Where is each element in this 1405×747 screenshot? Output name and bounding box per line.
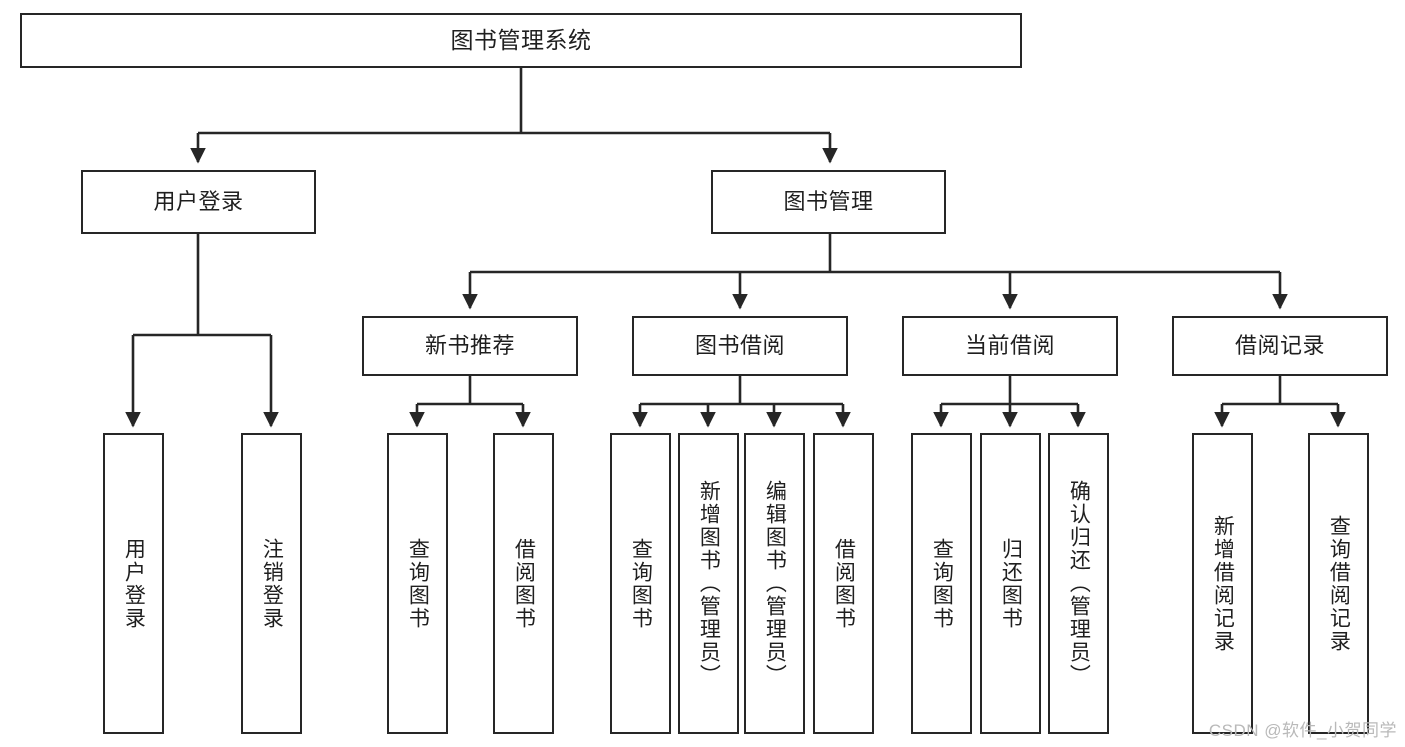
leaf-borrow-record-add[interactable]: 新增借阅记录 xyxy=(1192,433,1253,734)
leaf-new-book-borrow[interactable]: 借阅图书 xyxy=(493,433,554,734)
node-borrow-record[interactable]: 借阅记录 xyxy=(1172,316,1388,376)
node-current-borrow[interactable]: 当前借阅 xyxy=(902,316,1118,376)
leaf-book-borrow-edit[interactable]: 编辑图书（管理员） xyxy=(744,433,805,734)
watermark: CSDN @软件_小贺同学 xyxy=(1208,721,1397,740)
leaf-borrow-record-query[interactable]: 查询借阅记录 xyxy=(1308,433,1369,734)
leaf-current-borrow-return[interactable]: 归还图书 xyxy=(980,433,1041,734)
leaf-book-borrow-add[interactable]: 新增图书（管理员） xyxy=(678,433,739,734)
leaf-book-borrow-query[interactable]: 查询图书 xyxy=(610,433,671,734)
leaf-user-login-logout[interactable]: 注销登录 xyxy=(241,433,302,734)
leaf-book-borrow-borrow[interactable]: 借阅图书 xyxy=(813,433,874,734)
leaf-current-borrow-query[interactable]: 查询图书 xyxy=(911,433,972,734)
node-new-book-recommend[interactable]: 新书推荐 xyxy=(362,316,578,376)
leaf-user-login-login[interactable]: 用户登录 xyxy=(103,433,164,734)
leaf-current-borrow-confirm-return[interactable]: 确认归还（管理员） xyxy=(1048,433,1109,734)
node-root-system[interactable]: 图书管理系统 xyxy=(20,13,1022,68)
node-book-borrow[interactable]: 图书借阅 xyxy=(632,316,848,376)
node-book-manage[interactable]: 图书管理 xyxy=(711,170,946,234)
leaf-new-book-query[interactable]: 查询图书 xyxy=(387,433,448,734)
node-user-login[interactable]: 用户登录 xyxy=(81,170,316,234)
